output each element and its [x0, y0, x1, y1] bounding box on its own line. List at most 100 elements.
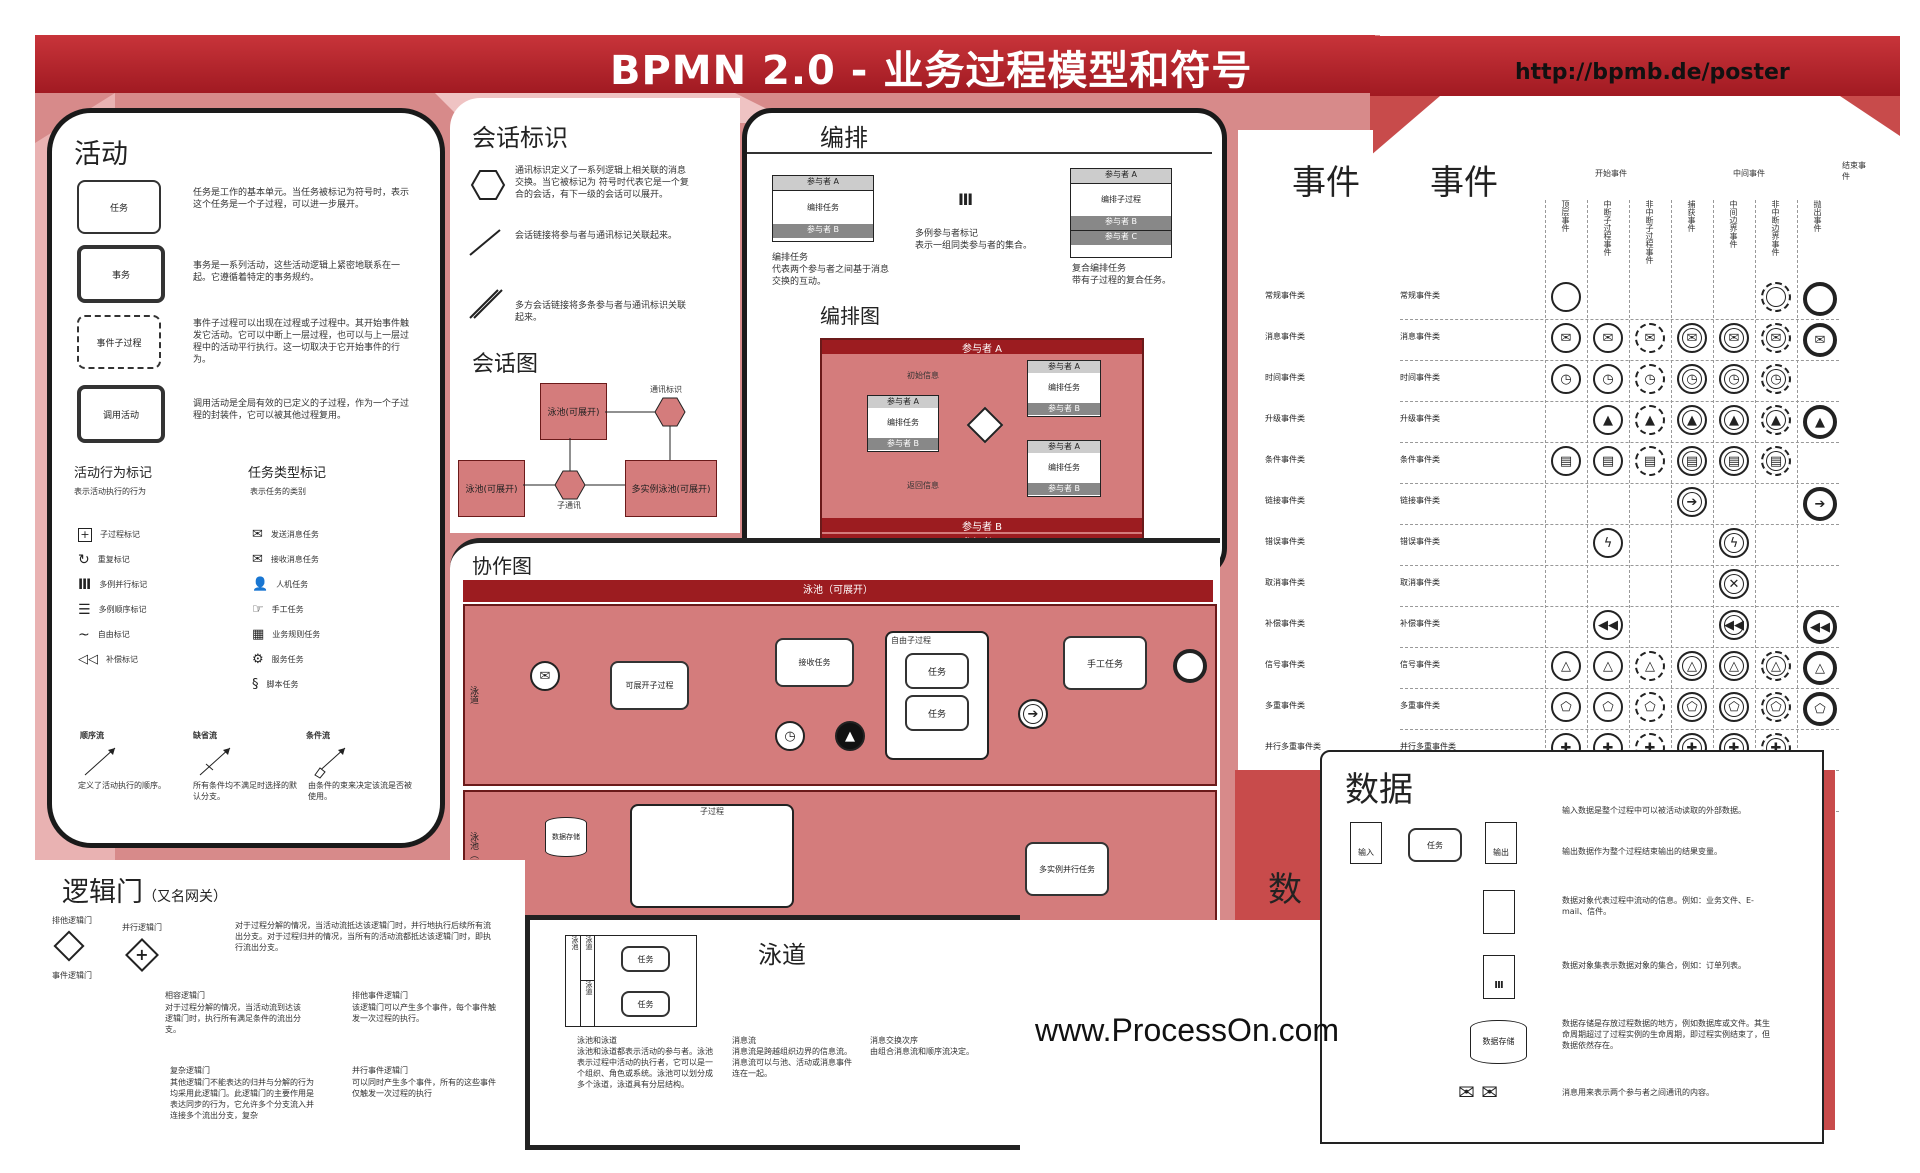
events-row-divider — [1400, 483, 1839, 484]
adhoc-tilde-icon: ~ — [78, 626, 90, 643]
collab-subprocess-label: 子过程 — [700, 807, 724, 816]
event-symbol: ▲ — [1803, 405, 1837, 439]
cd-task1-b: 参与者 B — [868, 438, 938, 450]
events-row-divider — [1400, 565, 1839, 566]
events-column-divider — [1545, 200, 1546, 813]
sub-participant-b-band: 参与者 B — [1071, 216, 1171, 231]
footer-white-area — [1015, 920, 1320, 1140]
collab-expandable-subprocess-label: 可展开子过程 — [625, 681, 674, 690]
collab-adhoc-task-1-label: 任务 — [927, 667, 946, 678]
gateways-panel — [35, 860, 525, 1140]
conversation-pool-left-label: 泳池(可展开) — [465, 485, 518, 495]
flow-arrows — [84, 747, 346, 779]
choreo-diagram-task-1: 参与者 A 编排任务 参与者 B — [867, 395, 939, 452]
data-desc-input: 输入数据是整个过程中可以被活动读取的外部数据。 — [1562, 806, 1746, 815]
collab-expandable-subprocess: 可展开子过程 — [610, 661, 689, 710]
choreo-diagram-task-3: 参与者 A 编排任务 参与者 B — [1027, 440, 1101, 497]
exclusive-gateway-label: 排他逻辑门 — [52, 916, 92, 925]
type-item: § 脚本任务 — [252, 672, 412, 697]
events-grid: 顶层事件中断子过程事件非中断子过程事件捕获事件中间边界事件非中断边界事件抛出事件… — [1265, 200, 1900, 813]
data-title: 数据 — [1345, 770, 1413, 810]
swimlane-task-2-label: 任务 — [637, 999, 654, 1009]
marker-label: 多例顺序标记 — [98, 605, 147, 614]
data-store-label: 数据存储 — [1482, 1037, 1515, 1046]
conditional-flow-label: 条件流 — [306, 731, 330, 740]
event-subprocess-shape: 事件子过程 — [77, 315, 161, 369]
events-row-label: 取消事件类 — [1400, 578, 1440, 587]
event-symbol: ◀◀ — [1593, 610, 1623, 640]
event-symbol: ▲ — [1593, 405, 1623, 435]
event-symbol: △ — [1803, 651, 1837, 685]
event-symbol: ⬠ — [1593, 692, 1623, 722]
conversation-symbols — [469, 170, 506, 319]
type-label: 业务规则任务 — [272, 630, 321, 639]
events-back-row-label: 常规事件类 — [1265, 291, 1305, 300]
conversation-title: 会话标识 — [472, 124, 568, 152]
collab-adhoc-subprocess: 自由子过程 任务 任务 — [885, 631, 989, 760]
events-row-label: 链接事件类 — [1400, 496, 1440, 505]
events-row-label: 条件事件类 — [1400, 455, 1440, 464]
events-back-row-label: 错误事件类 — [1265, 537, 1305, 546]
events-back-row-label: 升级事件类 — [1265, 414, 1305, 423]
events-group-intermediate: 中间事件 — [1733, 169, 1765, 178]
participant-a-band: 参与者 A — [773, 176, 873, 191]
events-back-row-label: 条件事件类 — [1265, 455, 1305, 464]
events-column-header: 捕获事件 — [1687, 200, 1696, 232]
inclusive-gateway-label: 相容逻辑门 — [165, 991, 205, 1000]
event-symbol: ◷ — [1635, 364, 1665, 394]
events-column-divider — [1797, 200, 1798, 813]
events-column-header: 抛出事件 — [1813, 200, 1822, 232]
type-item: ▦业务规则任务 — [252, 622, 412, 647]
events-row-divider — [1400, 401, 1839, 402]
choreography-diagram-pool: 参与者 A 参与者 B 参与者 C 参与者 A 编排任务 参与者 B 参与者 A… — [820, 338, 1144, 562]
types-subtitle: 表示任务的类别 — [250, 487, 306, 496]
event-symbol: ✉ — [1803, 323, 1837, 357]
conversation-desc-3: 多方会话链接将多条参与者与通讯标识关联起来。 — [515, 301, 687, 323]
multi-participant-marker: Ⅲ — [958, 190, 974, 209]
type-item: ⚙服务任务 — [252, 647, 412, 672]
type-label: 接收消息任务 — [270, 555, 319, 564]
conversation-diagram-lines — [523, 397, 686, 500]
marker-label: 补偿标记 — [106, 655, 138, 664]
data-back-title: 数 — [1268, 870, 1302, 910]
collab-adhoc-task-1: 任务 — [905, 653, 969, 689]
event-symbol: ▤ — [1593, 446, 1623, 476]
events-back-row-label: 消息事件类 — [1265, 332, 1305, 341]
poster-url: http://bpmb.de/poster — [1515, 60, 1790, 85]
events-column-divider — [1755, 200, 1756, 813]
swimlane-diagram: 泳池 泳道 泳道 任务 任务 — [565, 935, 697, 1027]
inclusive-gateway-desc: 对于过程分解的情况，当活动流到达该逻辑门时，执行所有满足条件的流出分支。 — [165, 1003, 301, 1034]
events-row-divider — [1400, 606, 1839, 607]
event-symbol: ◷ — [1551, 364, 1581, 394]
events-row-label: 常规事件类 — [1400, 291, 1440, 300]
event-symbol: ✉ — [1677, 323, 1707, 353]
events-back-row-label: 补偿事件类 — [1265, 619, 1305, 628]
types-title: 任务类型标记 — [248, 466, 327, 481]
type-label: 脚本任务 — [266, 680, 299, 689]
events-column-header: 顶层事件 — [1561, 200, 1570, 232]
collaboration-pool-top: 泳道 可展开子过程 接收任务 自由子过程 任务 任务 手工任务 ✉ ◷ ▲ ➔ — [463, 604, 1217, 786]
event-symbol: ➔ — [1803, 487, 1837, 521]
events-group-start: 开始事件 — [1595, 169, 1627, 178]
events-column-divider — [1587, 200, 1588, 813]
events-row-label: 多重事件类 — [1400, 701, 1440, 710]
conversation-desc-2: 会话链接将参与者与通讯标记关联起来。 — [515, 231, 678, 241]
script-icon: § — [252, 677, 259, 692]
type-label: 服务任务 — [271, 655, 304, 664]
type-label: 发送消息任务 — [270, 530, 319, 539]
parallel-event-gateway-desc: 可以同时产生多个事件，所有的这些事件仅触发一次过程的执行 — [352, 1078, 496, 1098]
event-symbol: ✉ — [1761, 323, 1791, 353]
poster-title: BPMN 2.0 - 业务过程模型和符号 — [610, 48, 1253, 94]
swimlanes-desc-1: 泳池和泳道 泳池和泳道都表示活动的参与者。泳池表示过程中活动的执行者，它可以是一… — [577, 1036, 713, 1089]
collab-escalation-end-event: ▲ — [835, 721, 865, 751]
collab-adhoc-label: 自由子过程 — [891, 636, 931, 645]
event-symbol: ▤ — [1719, 446, 1749, 476]
data-input-shape: 输入 — [1350, 822, 1382, 864]
event-symbol: ✉ — [1635, 323, 1665, 353]
events-back-title: 事件 — [1292, 163, 1360, 203]
swimlane-pool-label: 泳池 — [566, 936, 581, 1026]
default-flow-desc: 所有条件均不满足时选择的默认分支。 — [193, 781, 297, 801]
sub-participant-c-band: 参与者 C — [1071, 231, 1171, 245]
data-panel — [1320, 750, 1824, 1144]
